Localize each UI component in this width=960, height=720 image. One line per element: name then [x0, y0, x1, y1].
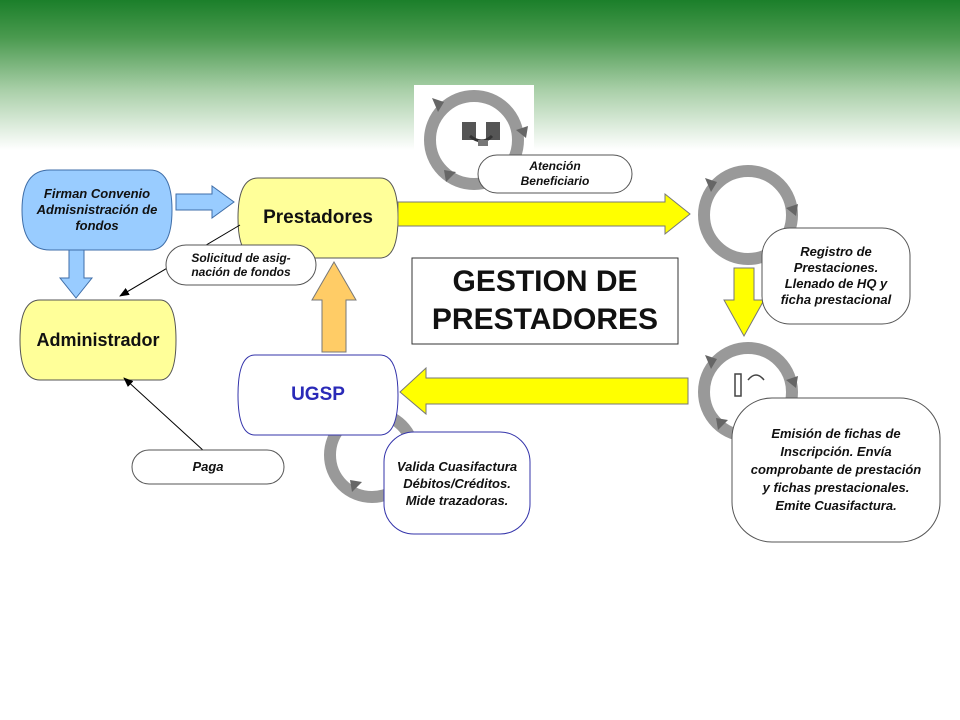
- yellow-arrow-left: [399, 366, 689, 416]
- title-line-2: PRESTADORES: [431, 303, 659, 336]
- valida-label: Valida Cuasifactura Débitos/Créditos. Mi…: [396, 458, 518, 508]
- handshake-icon: [462, 122, 500, 146]
- cycle-icon-right-top: [698, 165, 798, 265]
- ugsp-box: [237, 354, 399, 436]
- title-box: [411, 257, 679, 345]
- atencion-callout: [477, 154, 633, 194]
- registro-callout: [761, 227, 911, 325]
- paga-callout: [131, 449, 285, 485]
- prestadores-label: Prestadores: [263, 207, 373, 228]
- registro-label: Registro de Prestaciones. Llenado de HQ …: [780, 244, 892, 307]
- blue-arrow-right: [175, 185, 235, 219]
- blue-arrow-down: [58, 249, 94, 299]
- solicitud-label: Solicitud de asig-nación de fondos: [191, 251, 291, 279]
- orange-arrow-up: [311, 261, 357, 353]
- paga-connector: [123, 377, 206, 453]
- yellow-arrow-right: [397, 192, 691, 236]
- diagram-title: GESTION DE PRESTADORES: [412, 258, 678, 344]
- emision-label: Emisión de fichas de Inscripción. Envía …: [750, 426, 922, 513]
- prestadores-box: [237, 177, 399, 259]
- people-icon: [734, 373, 765, 397]
- emision-callout: [731, 397, 941, 543]
- yellow-arrow-down: [723, 267, 765, 338]
- firman-convenio-label: Firman Convenio Admisnistración de fondo…: [36, 186, 158, 233]
- solicitud-callout: [165, 244, 317, 286]
- administrador-box: [19, 299, 177, 381]
- atencion-label: Atención Beneficiario: [520, 159, 590, 188]
- title-line-1: GESTION DE: [452, 265, 638, 298]
- firman-convenio-box: [21, 169, 173, 251]
- administrador-label: Administrador: [36, 329, 160, 350]
- valida-callout: [383, 431, 531, 535]
- paga-label: Paga: [192, 459, 224, 474]
- ugsp-label: UGSP: [291, 384, 345, 405]
